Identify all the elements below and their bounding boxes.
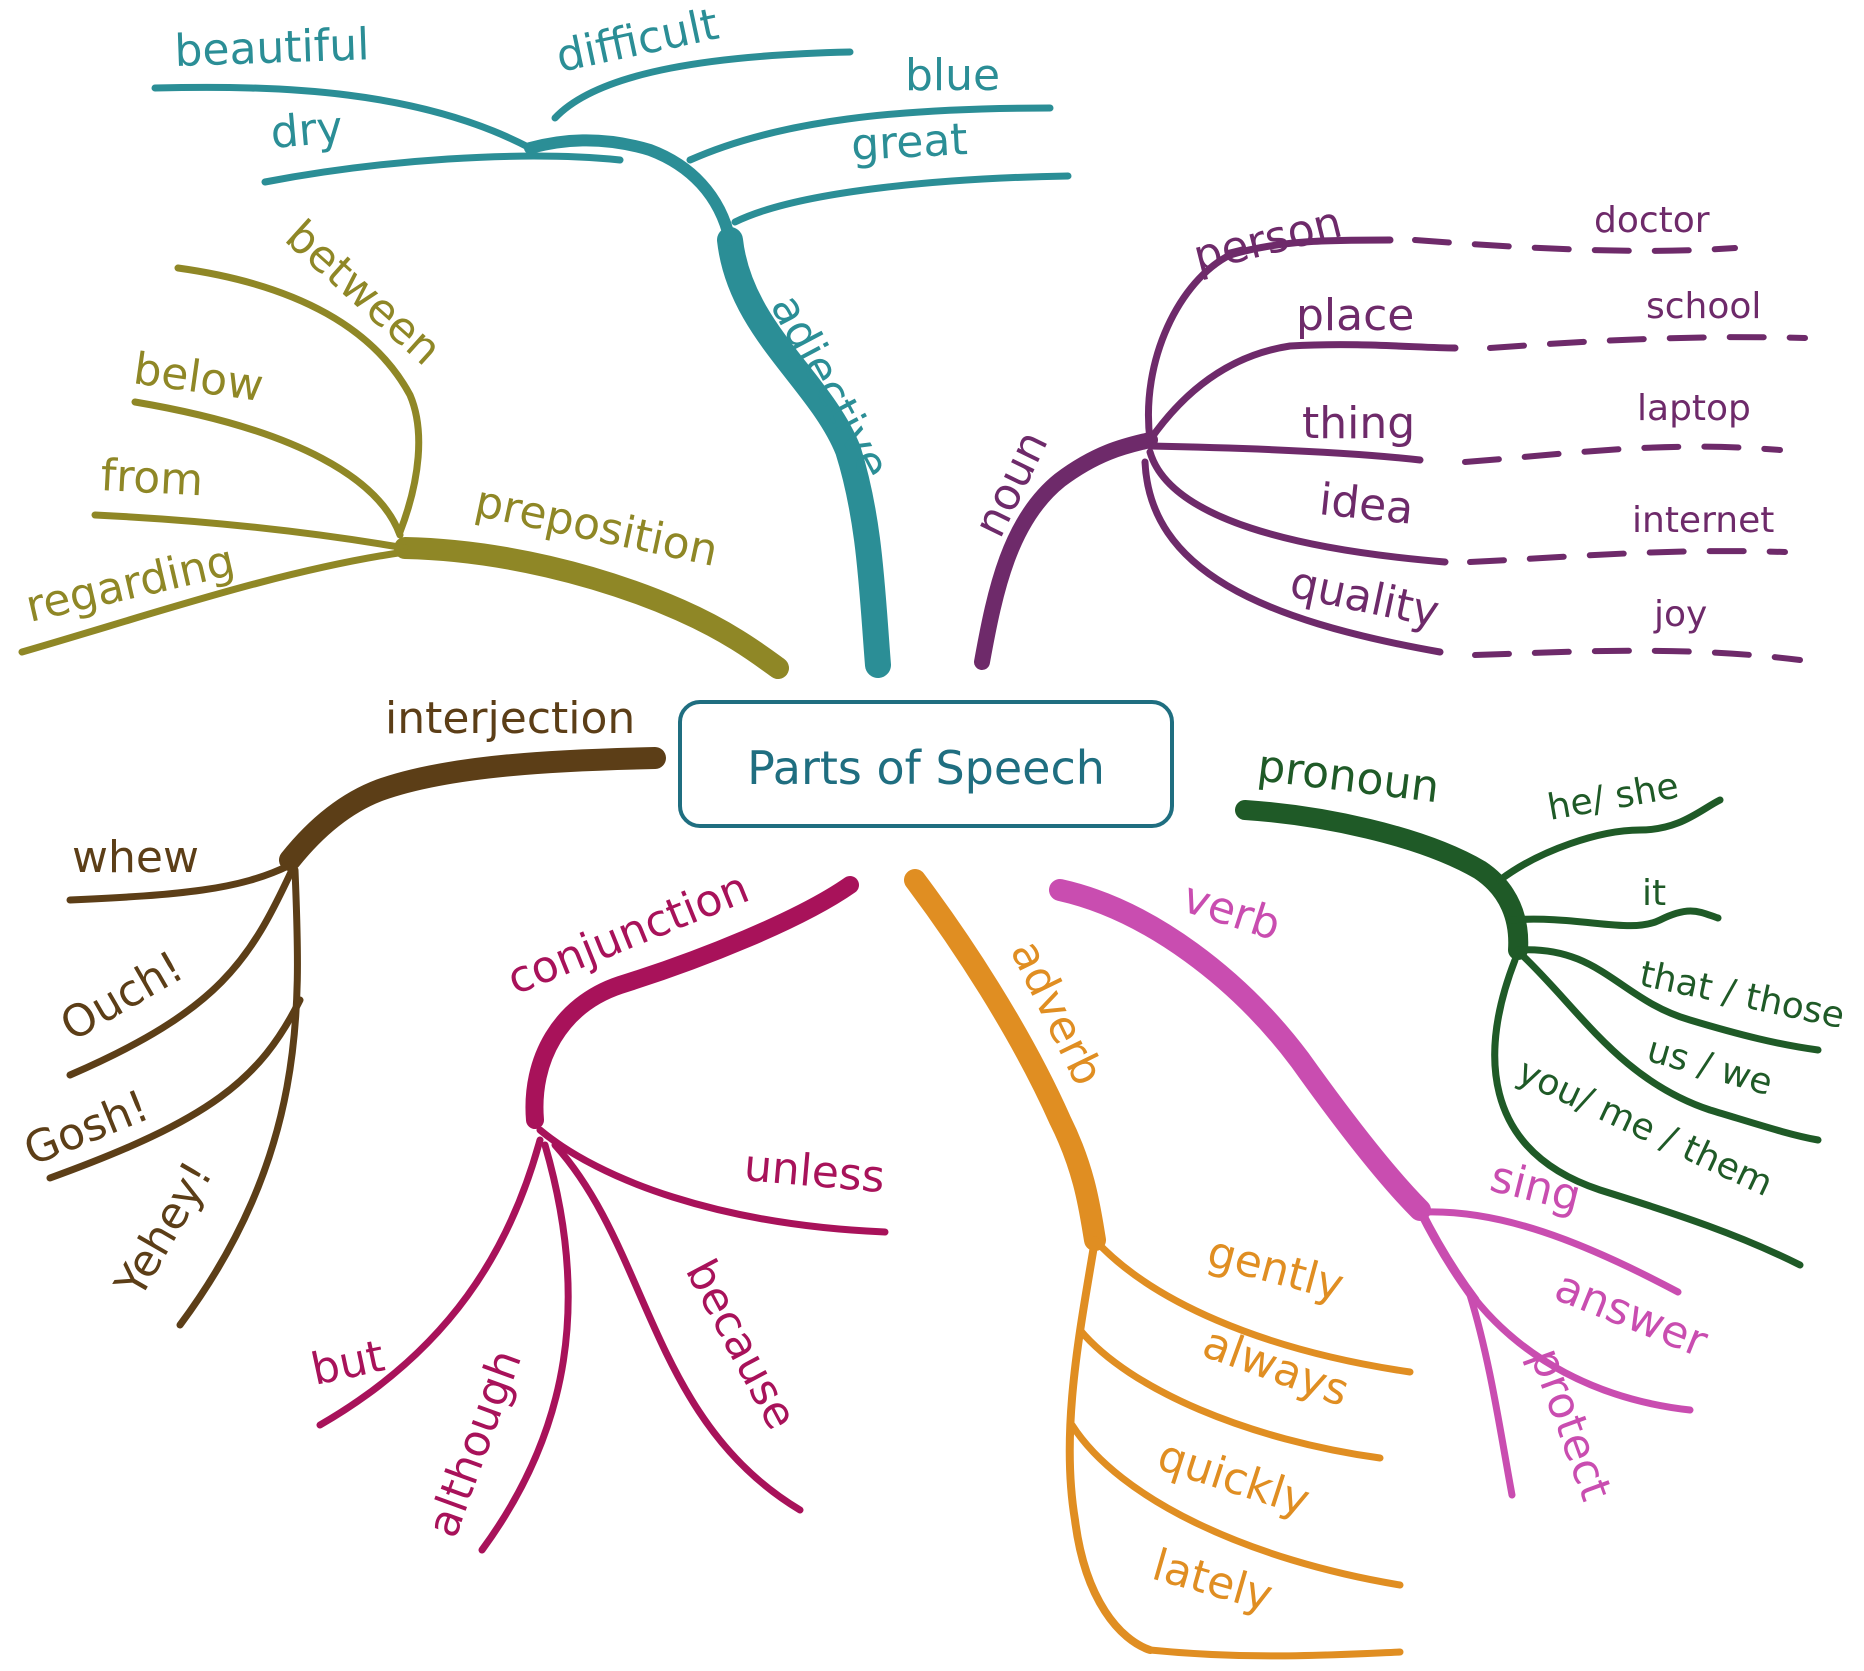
noun-item-idea: idea <box>1317 474 1416 535</box>
interjection-label: interjection <box>385 693 635 744</box>
adjective-item-great: great <box>850 114 969 171</box>
adverb-line-quickly <box>1068 1421 1404 1589</box>
verb-line-sing <box>1421 1208 1682 1296</box>
preposition-branch: preposition between below from regarding <box>18 210 789 679</box>
noun-line-quality <box>1141 458 1444 656</box>
conjunction-line-although <box>478 1141 572 1554</box>
interjection-line-ouch <box>66 866 296 1079</box>
adverb-branch: adverb gently always quickly lately <box>904 869 1414 1660</box>
verb-item-protect: protect <box>1520 1341 1622 1507</box>
noun-item-thing: thing <box>1302 398 1415 449</box>
adjective-trunk-upper <box>524 134 736 246</box>
conjunction-line-but <box>316 1136 544 1429</box>
pronoun-line-it <box>1506 907 1722 930</box>
verb-item-answer: answer <box>1548 1261 1715 1368</box>
conjunction-item-unless: unless <box>742 1140 887 1203</box>
preposition-item-between: between <box>276 210 452 375</box>
noun-example-laptop: laptop <box>1637 388 1751 429</box>
interjection-branch: interjection whew Ouch! Gosh! Yehey! <box>17 693 666 1329</box>
noun-dash-internet <box>1467 548 1788 565</box>
verb-label: verb <box>1177 872 1287 951</box>
center-node: Parts of Speech <box>678 700 1174 828</box>
conjunction-line-because <box>551 1141 804 1514</box>
conjunction-line-unless <box>536 1126 889 1236</box>
adjective-line-great <box>731 172 1072 226</box>
adjective-label: adjective <box>760 286 899 487</box>
noun-item-quality: quality <box>1286 557 1444 638</box>
verb-line-answer <box>1464 1286 1694 1414</box>
adjective-trunk <box>717 227 891 678</box>
conjunction-item-although: although <box>417 1343 532 1544</box>
adverb-line-gently <box>1091 1236 1414 1376</box>
noun-example-school: school <box>1646 286 1761 327</box>
noun-branch: noun person place thing idea quality doc… <box>964 197 1808 670</box>
interjection-trunk <box>279 747 666 871</box>
verb-trunk <box>1049 879 1431 1221</box>
pronoun-item-it: it <box>1642 873 1666 914</box>
noun-dash-laptop <box>1462 443 1783 465</box>
interjection-item-ouch: Ouch! <box>52 941 192 1051</box>
noun-example-joy: joy <box>1653 594 1707 635</box>
pronoun-line-he-she <box>1496 796 1724 884</box>
pronoun-line-us-we <box>1518 951 1822 1144</box>
noun-dash-school <box>1487 334 1808 351</box>
adjective-item-blue: blue <box>905 50 1000 101</box>
noun-example-doctor: doctor <box>1594 200 1710 241</box>
preposition-line-below <box>131 398 404 539</box>
noun-trunk <box>974 432 1158 670</box>
preposition-trunk <box>394 537 789 679</box>
noun-item-person: person <box>1188 197 1347 283</box>
adverb-line-always <box>1076 1326 1384 1462</box>
pronoun-line-you-me-them <box>1491 956 1804 1269</box>
pronoun-item-that-those: that / those <box>1636 954 1848 1037</box>
adjective-item-beautiful: beautiful <box>174 19 371 77</box>
adjective-line-dry <box>261 152 624 186</box>
noun-item-place: place <box>1296 290 1414 341</box>
adjective-item-difficult: difficult <box>552 0 723 83</box>
adjective-line-difficult <box>551 48 854 122</box>
noun-example-internet: internet <box>1632 500 1774 541</box>
interjection-line-yehey <box>176 866 301 1329</box>
pronoun-item-he-she: he/ she <box>1544 766 1681 829</box>
interjection-line-gosh <box>46 996 304 1182</box>
verb-item-sing: sing <box>1485 1151 1586 1222</box>
noun-line-place <box>1146 341 1459 444</box>
adverb-trunk-lower <box>1065 1236 1154 1654</box>
conjunction-branch: conjunction unless but although because <box>307 862 889 1554</box>
verb-branch: verb sing answer protect <box>1049 872 1715 1507</box>
conjunction-trunk <box>525 876 859 1129</box>
noun-line-thing <box>1146 442 1424 464</box>
adverb-item-always: always <box>1196 1317 1355 1417</box>
pronoun-label: pronoun <box>1255 740 1442 813</box>
noun-dash-joy <box>1472 647 1803 663</box>
center-box <box>678 700 1174 828</box>
adjective-line-blue <box>686 104 1054 164</box>
interjection-line-whew <box>66 861 294 904</box>
preposition-line-from <box>91 511 409 552</box>
preposition-line-between <box>174 264 423 536</box>
noun-dash-doctor <box>1412 237 1738 254</box>
preposition-item-from: from <box>99 450 204 506</box>
center-title: Parts of Speech <box>747 741 1105 795</box>
adverb-label: adverb <box>1000 932 1113 1093</box>
adverb-trunk <box>904 869 1106 1251</box>
adjective-line-beautiful <box>151 83 534 152</box>
adverb-item-gently: gently <box>1202 1226 1349 1311</box>
verb-trunk-lower <box>1415 1205 1480 1305</box>
noun-line-idea <box>1146 448 1449 566</box>
verb-line-protect <box>1466 1291 1516 1499</box>
pronoun-line-that-those <box>1514 946 1822 1054</box>
interjection-item-whew: whew <box>72 832 199 883</box>
adjective-branch: adjective beautiful difficult blue dry g… <box>151 0 1072 678</box>
pronoun-trunk <box>1235 800 1529 960</box>
adjective-item-dry: dry <box>269 102 345 159</box>
noun-line-person <box>1145 236 1394 444</box>
preposition-line-regarding <box>18 548 409 656</box>
adverb-line-lately <box>1146 1646 1404 1660</box>
